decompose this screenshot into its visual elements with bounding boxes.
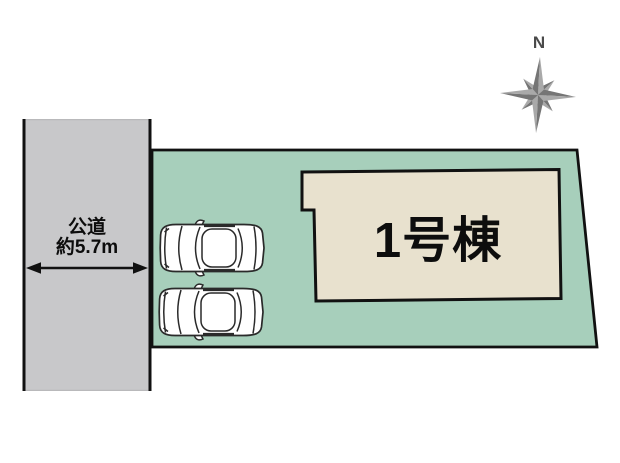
parked-car-2 — [158, 283, 265, 341]
road-width-arrow — [26, 262, 148, 274]
road-strip — [22, 118, 152, 391]
road-width-text: 約5.7m — [55, 236, 119, 258]
parked-car-1 — [159, 219, 266, 277]
building-footprint — [300, 167, 563, 303]
compass-rose-icon — [500, 57, 576, 133]
compass-north-label: N — [532, 33, 546, 52]
road-label: 公道 約5.7m — [23, 218, 151, 257]
road-name-text: 公道 — [67, 217, 106, 238]
building-name-label: 1号棟 — [373, 213, 503, 268]
